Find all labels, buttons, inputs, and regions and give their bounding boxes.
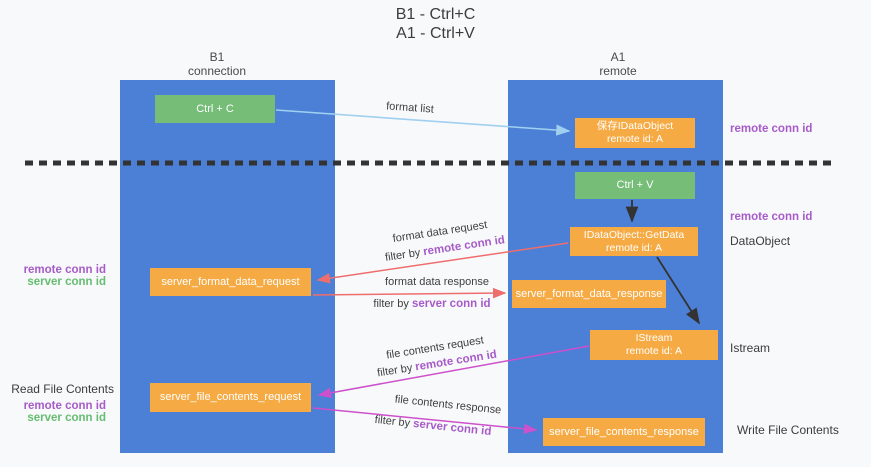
node-server-file-contents-response: server_file_contents_response bbox=[543, 418, 705, 446]
annotation-server-conn-id-left1: server conn id bbox=[27, 276, 106, 288]
annotation-write-file-contents: Write File Contents bbox=[737, 423, 839, 437]
node-idataobject-getdata: IDataObject::GetData remote id: A bbox=[570, 227, 698, 256]
diagram-title-line1: B1 - Ctrl+C bbox=[395, 6, 476, 23]
node-server-format-data-response-label: server_format_data_response bbox=[515, 287, 663, 300]
annotation-remote-conn-id-left1: remote conn id bbox=[23, 264, 106, 276]
annotation-left-ids-top: remote conn id server conn id bbox=[0, 264, 106, 288]
server-conn-id-text: server conn id bbox=[412, 417, 492, 439]
edge-label-format-list: format list bbox=[385, 100, 435, 116]
filter-by-text: filter by bbox=[373, 298, 412, 310]
annotation-remote-conn-id-left2: remote conn id bbox=[23, 400, 106, 412]
node-istream-line1: IStream bbox=[635, 332, 673, 344]
edge-label-filter-server-1: filter by server conn id bbox=[373, 298, 490, 310]
node-server-format-data-request-label: server_format_data_request bbox=[161, 275, 300, 288]
edge-label-filter-server-2: filter by server conn id bbox=[374, 414, 492, 438]
node-save-idataobject-line1: 保存IDataObject bbox=[596, 120, 674, 132]
annotation-dataobject: DataObject bbox=[730, 234, 791, 248]
filter-by-text: filter by bbox=[384, 246, 425, 264]
annotation-remote-conn-id-mid: remote conn id bbox=[730, 211, 813, 223]
node-server-format-data-response: server_format_data_response bbox=[512, 280, 666, 308]
lane-a1-role: remote bbox=[599, 64, 637, 78]
annotation-server-conn-id-left2: server conn id bbox=[27, 412, 106, 424]
node-istream: IStream remote id: A bbox=[590, 330, 718, 360]
annotation-left-ids-bottom: remote conn id server conn id bbox=[0, 400, 106, 424]
node-istream-line2: remote id: A bbox=[625, 345, 683, 357]
node-ctrl-v-label: Ctrl + V bbox=[616, 179, 654, 191]
node-server-file-contents-request-label: server_file_contents_request bbox=[159, 391, 302, 403]
node-ctrl-v: Ctrl + V bbox=[575, 172, 695, 199]
annotation-remote-conn-id-top: remote conn id bbox=[730, 123, 813, 135]
arrow-format-data-response bbox=[312, 287, 507, 299]
server-conn-id-text: server conn id bbox=[411, 298, 491, 310]
node-ctrl-c-label: Ctrl + C bbox=[196, 102, 234, 115]
lane-b1-name: B1 bbox=[209, 50, 225, 64]
node-server-file-contents-request: server_file_contents_request bbox=[150, 383, 311, 412]
edge-label-format-data-response: format data response bbox=[385, 276, 489, 288]
node-ctrl-c: Ctrl + C bbox=[155, 95, 275, 123]
node-save-idataobject-line2: remote id: A bbox=[606, 133, 664, 145]
lane-a1-name: A1 bbox=[610, 50, 626, 64]
node-server-format-data-request: server_format_data_request bbox=[150, 268, 311, 296]
lane-b1-role: connection bbox=[187, 64, 247, 78]
annotation-istream: Istream bbox=[730, 341, 771, 355]
lane-header-b1: B1 connection bbox=[157, 50, 277, 78]
node-save-idataobject: 保存IDataObject remote id: A bbox=[575, 118, 695, 148]
filter-by-text: filter by bbox=[376, 361, 417, 380]
annotation-read-file-contents: Read File Contents bbox=[11, 382, 114, 396]
diagram-title-line2: A1 - Ctrl+V bbox=[396, 25, 475, 42]
node-idataobject-getdata-line1: IDataObject::GetData bbox=[583, 228, 685, 241]
filter-by-text: filter by bbox=[374, 413, 414, 430]
edge-label-file-contents-response: file contents response bbox=[394, 393, 502, 417]
node-server-file-contents-response-label: server_file_contents_response bbox=[549, 425, 699, 438]
node-idataobject-getdata-line2: remote id: A bbox=[605, 241, 663, 254]
lane-header-a1: A1 remote bbox=[558, 50, 678, 78]
